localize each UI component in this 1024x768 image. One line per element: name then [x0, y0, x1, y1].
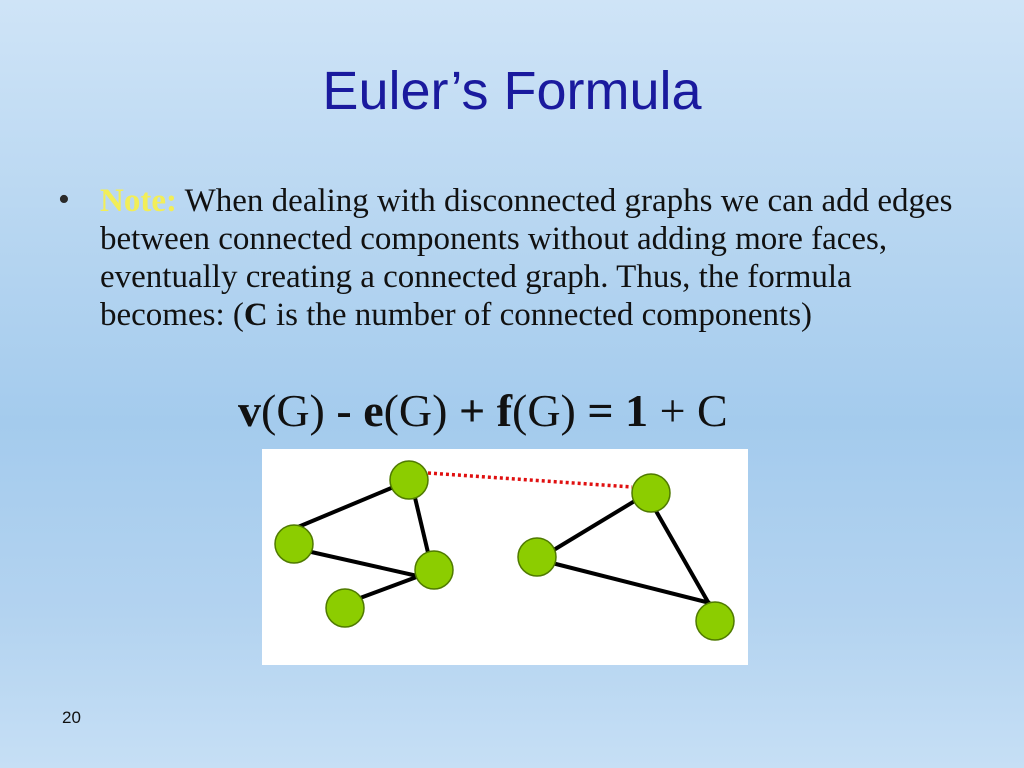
note-label: Note: — [100, 183, 177, 219]
formula-one: 1 — [625, 385, 649, 436]
note-text-part2: is the number of connected components) — [267, 297, 813, 333]
formula-e: e — [363, 385, 384, 436]
node-left-bottom — [325, 588, 365, 628]
node-right-left — [517, 537, 557, 577]
graph-diagram — [262, 449, 748, 665]
slide-title: Euler’s Formula — [322, 61, 702, 121]
node-left-top — [389, 460, 429, 500]
edge-r-left-bottom — [551, 561, 711, 605]
node-left-right — [414, 550, 454, 590]
node-left-mid — [274, 524, 314, 564]
formula-c: C — [697, 385, 728, 436]
formula-equals: = — [575, 385, 626, 436]
graph-svg — [274, 460, 735, 641]
note-text-part1: When dealing with disconnected graphs we… — [100, 183, 953, 333]
bullet-marker: • — [58, 181, 70, 218]
edge-left-right — [297, 547, 423, 579]
formula-f: f — [496, 385, 513, 436]
formula-v: v — [238, 385, 261, 436]
formula-plus1: + — [447, 385, 497, 436]
edge-r-top-left — [550, 497, 640, 553]
formula-g2: (G) — [383, 385, 448, 436]
formula-plus2: + — [648, 385, 698, 436]
formula-g3: (G) — [512, 385, 576, 436]
page-number: 20 — [62, 708, 81, 727]
formula-minus: - — [324, 385, 364, 436]
note-text-c: C — [243, 297, 268, 333]
formula-g1: (G) — [261, 385, 325, 436]
node-right-bottom — [695, 601, 735, 641]
euler-formula: v(G) - e(G) + f(G) = 1 + C — [238, 384, 728, 437]
edge-r-top-bottom — [654, 510, 714, 610]
edge-bottom-right — [351, 573, 423, 603]
edge-top-left — [297, 479, 409, 529]
added-connecting-edge — [427, 471, 633, 489]
note-paragraph: Note: When dealing with disconnected gra… — [100, 182, 980, 334]
node-right-top — [631, 473, 671, 513]
